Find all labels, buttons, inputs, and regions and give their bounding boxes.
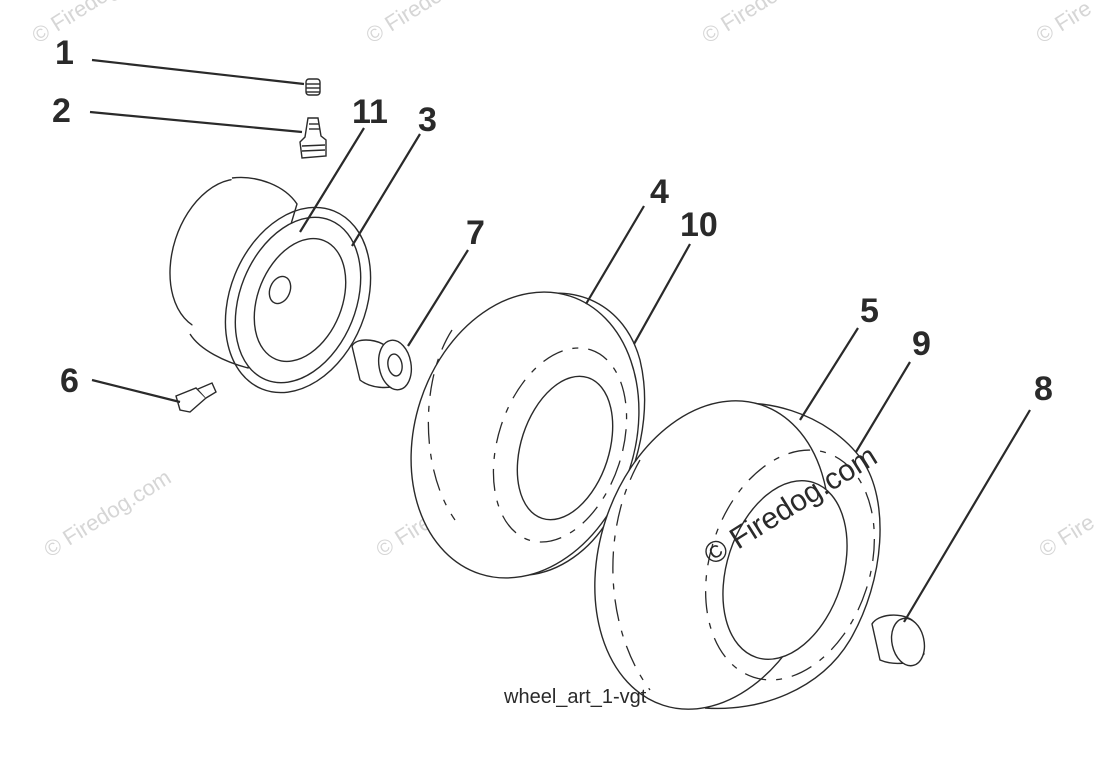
watermark-text: © Fire: [1034, 509, 1098, 562]
callout-number: 6: [60, 362, 79, 400]
leader-line: [91, 58, 305, 86]
leader-lines: [89, 58, 1031, 623]
watermark-text: © Firedog.com: [39, 464, 175, 562]
leader-line: [91, 378, 181, 404]
bolt-part: [175, 382, 217, 413]
leader-line: [407, 249, 469, 347]
leader-line: [633, 243, 691, 345]
valve-cap-part: [305, 78, 321, 96]
callout-number: 2: [52, 92, 71, 130]
diagram-caption: wheel_art_1-vgt: [503, 686, 647, 708]
leader-line: [903, 409, 1031, 623]
callout-number: 9: [912, 325, 931, 363]
rear-tire-part: [594, 400, 881, 710]
watermark-text: © Firedo: [361, 0, 446, 48]
watermark-text: © Firedog.com: [27, 0, 163, 48]
leader-line: [855, 361, 911, 453]
valve-stem-part: [299, 117, 327, 159]
callout-number: 7: [466, 214, 485, 252]
leader-line: [89, 110, 303, 134]
leader-line: [799, 327, 859, 421]
hub-cap-part: [871, 614, 926, 667]
leader-line: [351, 133, 421, 247]
watermark-text: © Firedo: [697, 0, 782, 48]
callout-number: 5: [860, 292, 879, 330]
front-tire-part: [410, 291, 646, 579]
callout-number: 10: [680, 206, 718, 244]
watermark-text: © Fire: [1031, 0, 1095, 48]
callout-number: 8: [1034, 370, 1053, 408]
callout-number: 1: [55, 34, 74, 72]
leader-line: [299, 127, 365, 233]
callout-number: 3: [418, 101, 437, 139]
wheel-rim-part: [169, 176, 372, 394]
callout-number: 11: [352, 93, 388, 131]
leader-line: [585, 205, 645, 305]
callout-labels: 1 2 11 3 7 4 10 6 5 9 8: [52, 34, 1053, 408]
bushing-part: [351, 339, 413, 391]
callout-number: 4: [650, 173, 669, 211]
